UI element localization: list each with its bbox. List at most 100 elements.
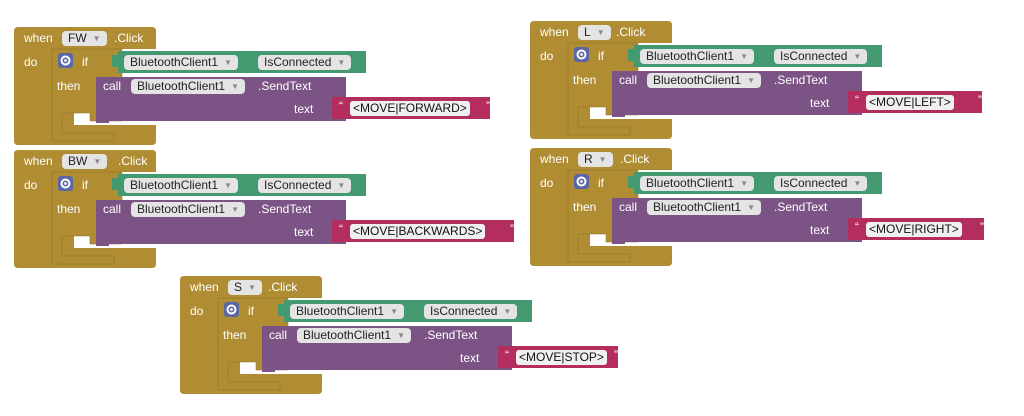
command-string[interactable]: <MOVE|STOP>: [516, 350, 607, 365]
do-label: do: [24, 55, 38, 69]
chevron-down-icon: ▼: [92, 34, 101, 43]
client-name: BluetoothClient1: [130, 178, 219, 192]
chevron-down-icon: ▼: [390, 307, 398, 316]
command-string[interactable]: <MOVE|FORWARD>: [350, 101, 470, 116]
gear-icon[interactable]: [574, 174, 589, 189]
when-label: when: [24, 154, 53, 168]
bluetooth-client-dropdown[interactable]: BluetoothClient1 ▼: [290, 304, 404, 319]
chevron-down-icon: ▼: [224, 181, 232, 190]
if-label: if: [248, 304, 254, 318]
chevron-down-icon: ▼: [747, 203, 755, 212]
text-param-label: text: [294, 225, 314, 239]
sendtext-client-dropdown[interactable]: BluetoothClient1▼: [297, 328, 411, 343]
property-dropdown[interactable]: IsConnected▼: [774, 49, 868, 64]
command-string[interactable]: <MOVE|RIGHT>: [866, 222, 962, 237]
click-label: .Click: [616, 25, 646, 39]
property-name: IsConnected: [264, 55, 332, 69]
then-label: then: [573, 73, 597, 87]
do-label: do: [190, 304, 204, 318]
text-param-label: text: [810, 96, 830, 110]
open-quote: “: [339, 222, 343, 236]
chevron-down-icon: ▼: [337, 181, 346, 190]
event-block-s[interactable]: when S▼ .Click do if BluetoothClient1 ▼ I…: [180, 276, 650, 396]
sendtext-client-dropdown[interactable]: BluetoothClient1 ▼: [647, 73, 761, 88]
call-label: call: [103, 79, 122, 93]
property-dropdown[interactable]: IsConnected▼: [424, 304, 518, 319]
call-label: call: [619, 200, 638, 214]
then-label: then: [223, 328, 247, 342]
close-quote: ”: [486, 99, 490, 113]
do-label: do: [540, 49, 554, 63]
property-dropdown[interactable]: IsConnected ▼: [258, 55, 352, 70]
then-label: then: [573, 200, 597, 214]
gear-icon[interactable]: [58, 176, 73, 191]
bluetooth-client-dropdown[interactable]: BluetoothClient1▼: [640, 176, 754, 191]
chevron-down-icon: ▼: [231, 205, 239, 214]
command-string[interactable]: <MOVE|BACKWARDS>: [350, 224, 486, 239]
button-name: L: [584, 25, 591, 39]
then-label: then: [57, 202, 81, 216]
close-quote: ”: [510, 222, 514, 236]
property-dropdown[interactable]: IsConnected ▼: [258, 178, 352, 193]
event-block-l[interactable]: when L▼ .Click do if BluetoothClient1▼ I…: [530, 21, 1014, 141]
if-label: if: [598, 49, 604, 63]
bluetooth-client-dropdown[interactable]: BluetoothClient1 ▼: [640, 49, 754, 64]
client-name: BluetoothClient1: [653, 73, 742, 87]
sendtext-label: .SendText: [774, 73, 828, 87]
gear-icon[interactable]: [58, 53, 73, 68]
close-quote: ”: [614, 348, 618, 362]
button-name: S: [234, 280, 243, 294]
gear-icon[interactable]: [574, 47, 589, 62]
text-param-label: text: [810, 223, 830, 237]
text-param-label: text: [460, 351, 480, 365]
sendtext-client-dropdown[interactable]: BluetoothClient1▼: [131, 202, 245, 217]
when-label: when: [190, 280, 219, 294]
client-name: BluetoothClient1: [130, 55, 219, 69]
chevron-down-icon: ▼: [231, 82, 239, 91]
property-name: IsConnected: [780, 176, 848, 190]
chevron-down-icon: ▼: [224, 58, 232, 67]
open-quote: “: [855, 220, 859, 234]
event-block-bw[interactable]: when BW▼ .Click do if BluetoothClient1▼ …: [14, 150, 546, 270]
call-label: call: [103, 202, 122, 216]
click-label: .Click: [620, 152, 650, 166]
chevron-down-icon: ▼: [337, 58, 346, 67]
click-label: .Click: [114, 31, 144, 45]
chevron-down-icon: ▼: [93, 157, 102, 166]
bluetooth-client-dropdown[interactable]: BluetoothClient1 ▼: [124, 55, 238, 70]
client-name: BluetoothClient1: [296, 304, 385, 318]
chevron-down-icon: ▼: [853, 179, 862, 188]
if-label: if: [598, 176, 604, 190]
event-block-r[interactable]: when R▼ .Click do if BluetoothClient1▼ I…: [530, 148, 1016, 268]
button-dropdown[interactable]: S▼: [228, 280, 262, 295]
property-name: IsConnected: [264, 178, 332, 192]
open-quote: “: [855, 93, 859, 107]
button-name: FW: [68, 31, 87, 45]
client-name: BluetoothClient1: [653, 200, 742, 214]
chevron-down-icon: ▼: [747, 76, 755, 85]
sendtext-client-dropdown[interactable]: BluetoothClient1 ▼: [647, 200, 761, 215]
bluetooth-client-dropdown[interactable]: BluetoothClient1 ▼: [124, 178, 238, 193]
command-string[interactable]: <MOVE|LEFT>: [866, 95, 954, 110]
chevron-down-icon: ▼: [740, 52, 748, 61]
button-dropdown[interactable]: R▼: [578, 152, 613, 167]
gear-icon[interactable]: [224, 302, 239, 317]
property-dropdown[interactable]: IsConnected ▼: [774, 176, 868, 191]
button-dropdown[interactable]: L▼: [578, 25, 611, 40]
sendtext-label: .SendText: [258, 202, 312, 216]
sendtext-client-dropdown[interactable]: BluetoothClient1▼: [131, 79, 245, 94]
client-name: BluetoothClient1: [646, 176, 735, 190]
button-dropdown[interactable]: FW ▼: [62, 31, 107, 46]
click-label: .Click: [268, 280, 298, 294]
chevron-down-icon: ▼: [596, 28, 605, 37]
call-label: call: [619, 73, 638, 87]
event-block-fw[interactable]: when FW▼ .Click do if BluetoothClient1▼ …: [14, 27, 522, 147]
open-quote: “: [505, 348, 509, 362]
client-name: BluetoothClient1: [303, 328, 392, 342]
close-quote: ”: [980, 220, 984, 234]
then-label: then: [57, 79, 81, 93]
button-dropdown[interactable]: BW ▼: [62, 154, 108, 169]
client-name: BluetoothClient1: [646, 49, 735, 63]
if-label: if: [82, 55, 88, 69]
button-name: BW: [68, 154, 88, 168]
